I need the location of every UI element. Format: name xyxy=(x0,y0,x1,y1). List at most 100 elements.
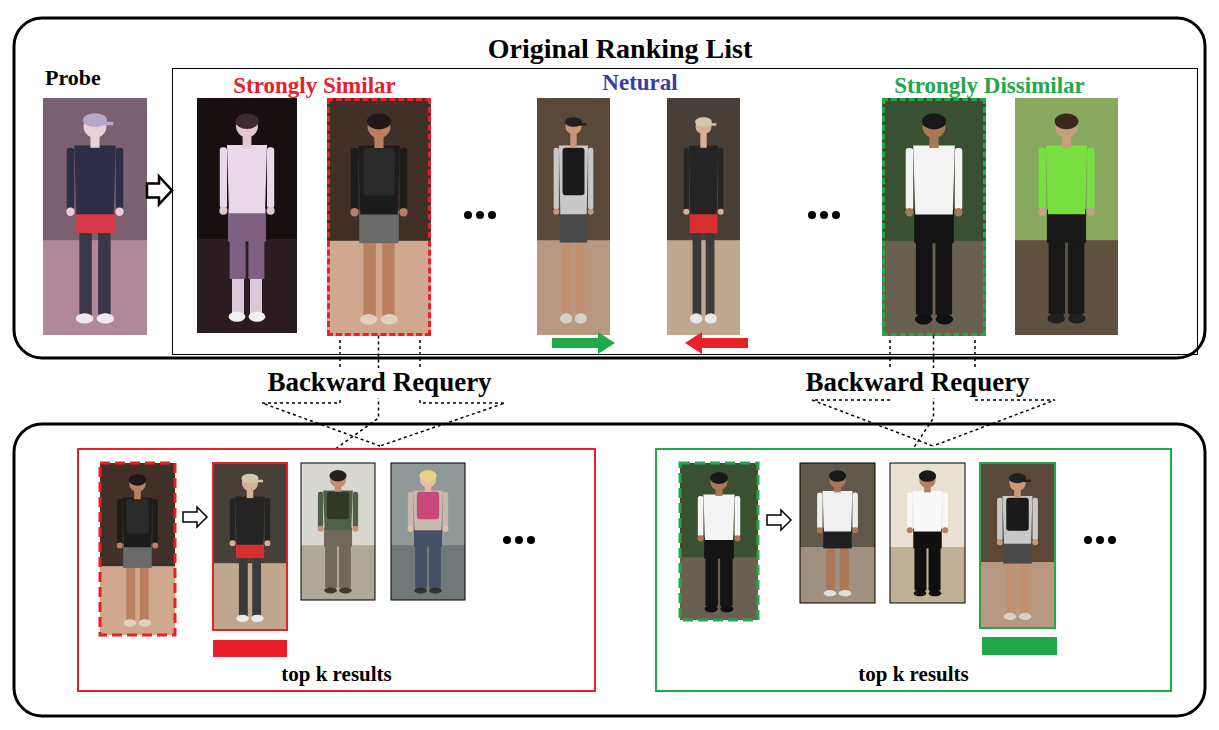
shoe xyxy=(236,615,248,622)
probe-image: Probe xyxy=(43,98,147,335)
shoe xyxy=(251,615,263,622)
photo-ground xyxy=(537,240,610,335)
block-arrow xyxy=(147,176,172,204)
photo-background xyxy=(1015,98,1118,335)
arm xyxy=(554,148,559,210)
photo-background xyxy=(213,463,287,630)
hand xyxy=(117,543,123,549)
hair xyxy=(922,113,946,129)
trouser-leg xyxy=(914,547,926,590)
ellipsis-dot xyxy=(503,536,511,544)
arm xyxy=(153,499,158,544)
lower-garment xyxy=(914,210,954,243)
shoe xyxy=(414,587,426,593)
photo-ground xyxy=(800,547,875,603)
shoe xyxy=(929,590,942,596)
thumbnail-frame xyxy=(301,463,375,600)
bag xyxy=(417,492,439,519)
lower-garment xyxy=(123,544,152,568)
top-panel xyxy=(14,18,1205,358)
trouser-leg xyxy=(1049,240,1065,313)
hair xyxy=(367,113,391,129)
box-heading: Strongly Similar xyxy=(233,73,396,98)
hand xyxy=(265,540,271,546)
shoe xyxy=(1019,613,1032,620)
hand xyxy=(852,527,858,533)
hand xyxy=(683,209,689,215)
trouser-leg xyxy=(929,547,941,590)
arm xyxy=(817,492,822,528)
hand xyxy=(408,526,414,532)
ellipsis-dot xyxy=(808,211,816,219)
hand xyxy=(942,527,948,533)
torso xyxy=(559,145,588,214)
photo-background xyxy=(537,98,610,335)
photo-ground xyxy=(882,241,986,336)
hair xyxy=(710,472,728,484)
ellipsis-dot xyxy=(515,536,523,544)
requery-results-box: top k results xyxy=(655,448,1172,692)
query-arrow xyxy=(183,507,207,527)
dissimilar-candidate: Strongly Dissimilar xyxy=(882,98,986,336)
arm xyxy=(997,498,1002,541)
requery-results-box: top k results xyxy=(77,448,596,692)
shoe xyxy=(690,313,702,323)
photo-ground xyxy=(213,563,287,630)
arm xyxy=(906,148,913,210)
hand xyxy=(1038,208,1046,216)
lower-garment xyxy=(823,529,852,549)
shoe xyxy=(1068,313,1085,323)
shoe xyxy=(124,619,137,627)
photo-background xyxy=(197,98,297,333)
torso xyxy=(1046,145,1087,214)
arm xyxy=(588,148,593,210)
shoe xyxy=(360,314,377,324)
hand xyxy=(997,539,1003,545)
person-photo xyxy=(100,463,175,635)
lower-garment xyxy=(228,208,266,241)
trouser-leg xyxy=(415,545,427,587)
lower-garment xyxy=(913,529,942,549)
hair xyxy=(235,114,258,129)
box-caption: top k results xyxy=(858,663,968,686)
person-photo xyxy=(301,463,375,600)
shoe xyxy=(1048,313,1065,323)
lower-garment xyxy=(324,527,352,546)
trouser-leg xyxy=(705,557,717,606)
thumbnail-frame xyxy=(980,463,1055,628)
ellipsis-dot xyxy=(527,536,535,544)
photo-background xyxy=(800,463,875,603)
photo-ground xyxy=(667,240,740,335)
shoe xyxy=(936,314,953,324)
move-up-arrow xyxy=(552,332,615,354)
edge-label: Backward Requery xyxy=(264,368,494,398)
thumbnail-frame xyxy=(391,463,465,600)
arm xyxy=(220,147,227,208)
arm xyxy=(408,492,413,528)
hand xyxy=(553,209,559,215)
arm xyxy=(698,496,704,537)
cap-brim xyxy=(574,123,587,125)
ellipsis-dot xyxy=(476,211,484,219)
ellipsis-dot xyxy=(488,211,496,219)
hand xyxy=(350,208,358,216)
shoe xyxy=(429,587,441,593)
bag xyxy=(1006,498,1029,531)
hair xyxy=(329,470,346,481)
box-caption: top k results xyxy=(281,663,391,686)
trouser-leg xyxy=(248,239,264,279)
trouser-leg xyxy=(720,557,732,606)
arm xyxy=(230,498,235,541)
edge-label: Backward Requery xyxy=(802,368,1032,398)
torso xyxy=(1003,496,1033,544)
hand xyxy=(267,207,275,215)
trouser-leg xyxy=(230,239,246,279)
lower-garment xyxy=(704,537,734,559)
hair xyxy=(919,470,936,482)
shoe xyxy=(705,313,717,323)
torso xyxy=(358,146,400,215)
lower-garment xyxy=(1047,209,1086,242)
